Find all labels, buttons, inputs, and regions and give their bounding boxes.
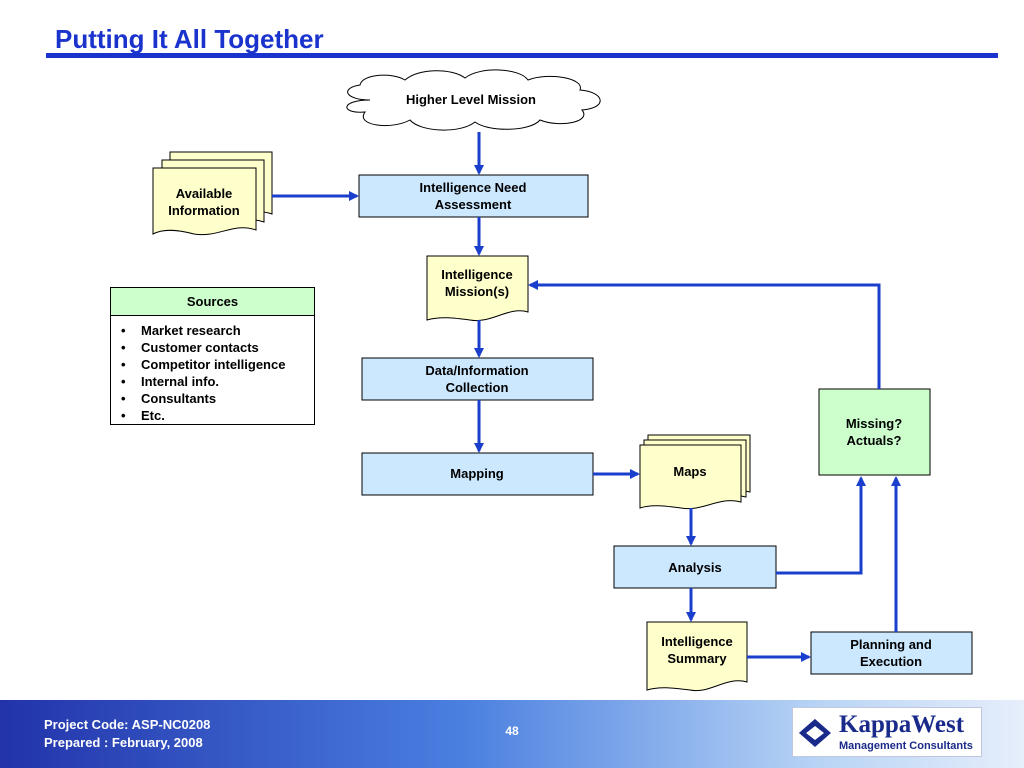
logo-subtitle: Management Consultants xyxy=(839,740,973,752)
missing-actuals-label-2: Actuals? xyxy=(847,433,902,448)
planning-execution-label-1: Planning and xyxy=(850,637,932,652)
page-number: 48 xyxy=(505,724,519,738)
data-collection-label-1: Data/Information xyxy=(425,363,528,378)
data-collection-label-2: Collection xyxy=(446,380,509,395)
arrow-analysis-to-missing xyxy=(776,476,866,575)
list-item: •Internal info. xyxy=(121,374,219,389)
list-item: •Etc. xyxy=(121,408,165,423)
sources-list: •Market research •Customer contacts •Com… xyxy=(111,322,314,424)
logo-name: KappaWest xyxy=(839,711,965,738)
company-logo: KappaWest Management Consultants xyxy=(792,707,982,757)
higher-level-mission-cloud: Higher Level Mission xyxy=(346,69,601,131)
sources-heading: Sources xyxy=(111,288,314,316)
intelligence-missions-document: Intelligence Mission(s) xyxy=(426,255,529,322)
higher-level-mission-label: Higher Level Mission xyxy=(406,92,536,107)
analysis-box: Analysis xyxy=(613,545,777,589)
mapping-label: Mapping xyxy=(450,466,503,481)
missing-actuals-label-1: Missing? xyxy=(846,416,902,431)
planning-execution-box: Planning and Execution xyxy=(810,631,973,675)
page-title: Putting It All Together xyxy=(55,24,324,54)
list-item: •Consultants xyxy=(121,391,217,406)
footer-info: Project Code: ASP-NC0208 Prepared : Febr… xyxy=(44,716,210,752)
planning-execution-label-2: Execution xyxy=(860,654,922,669)
title-divider xyxy=(46,53,998,58)
flow-diagram: Higher Level Mission Available Informati… xyxy=(152,69,973,692)
available-information-label-1: Available xyxy=(176,186,233,201)
project-code: Project Code: ASP-NC0208 xyxy=(44,717,211,732)
maps-document: Maps xyxy=(639,434,751,510)
prepared-date: Prepared : February, 2008 xyxy=(44,735,203,750)
data-information-collection-box: Data/Information Collection xyxy=(361,357,594,401)
intelligence-missions-label-2: Mission(s) xyxy=(445,284,509,299)
list-item: •Competitor intelligence xyxy=(121,357,286,372)
list-item: •Customer contacts xyxy=(121,340,259,355)
intelligence-need-assessment-label-1: Intelligence Need xyxy=(420,180,527,195)
mapping-box: Mapping xyxy=(361,452,594,496)
available-information-label-2: Information xyxy=(168,203,240,218)
intelligence-need-assessment-label-2: Assessment xyxy=(435,197,512,212)
available-information-document: Available Information xyxy=(152,151,273,236)
missing-actuals-box: Missing? Actuals? xyxy=(818,388,931,476)
intelligence-need-assessment-box: Intelligence Need Assessment xyxy=(358,174,589,218)
kappawest-logo-icon xyxy=(799,719,831,747)
sources-box: Sources •Market research •Customer conta… xyxy=(110,287,315,425)
intelligence-summary-document: Intelligence Summary xyxy=(646,621,748,692)
intelligence-missions-label-1: Intelligence xyxy=(441,267,513,282)
maps-label: Maps xyxy=(673,464,706,479)
analysis-label: Analysis xyxy=(668,560,721,575)
list-item: •Market research xyxy=(121,323,241,338)
intelligence-summary-label-2: Summary xyxy=(667,651,727,666)
arrow-missing-to-missions xyxy=(528,280,881,389)
intelligence-summary-label-1: Intelligence xyxy=(661,634,733,649)
